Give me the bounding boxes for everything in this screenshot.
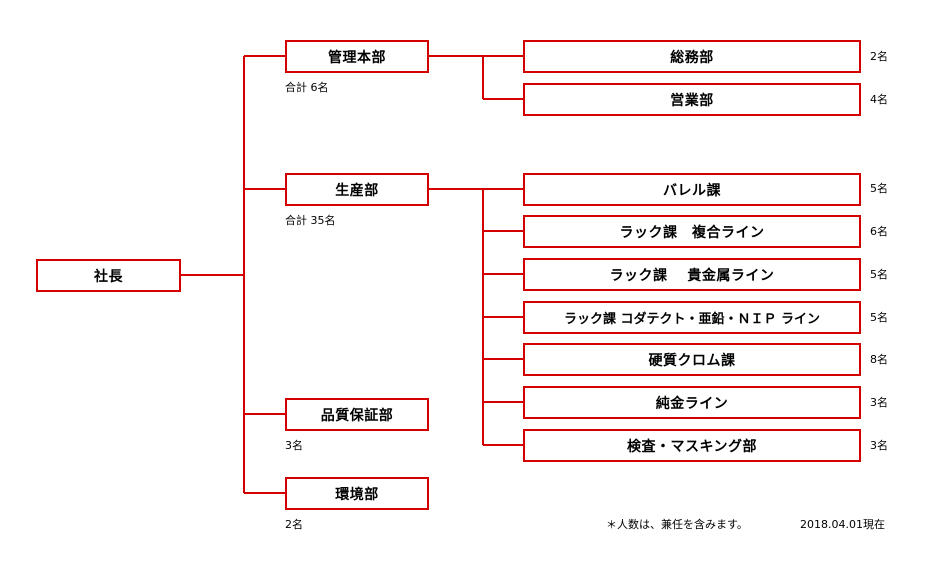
section-count: 6名 — [870, 225, 888, 238]
section-box: 営業部 — [523, 83, 861, 116]
section-label: ラック課 コダテクト・亜鉛・ＮＩＰ ライン — [563, 312, 821, 327]
section-label: 純金ライン — [655, 395, 729, 412]
dept-production-total: 合計 35名 — [285, 214, 336, 227]
section-box: 純金ライン — [523, 386, 861, 419]
section-count: 8名 — [870, 353, 888, 366]
section-count: 4名 — [870, 93, 888, 106]
section-label: 硬質クロム課 — [648, 352, 736, 369]
section-label: バレル課 — [663, 182, 721, 199]
footer-note: ＊人数は、兼任を含みます。 — [606, 518, 748, 531]
dept-admin-label: 管理本部 — [328, 49, 386, 66]
section-box: ラック課 貴金属ライン — [523, 258, 861, 291]
dept-environment-label: 環境部 — [335, 486, 379, 503]
section-box: ラック課 複合ライン — [523, 215, 861, 248]
dept-admin-total: 合計 6名 — [285, 81, 329, 94]
dept-production-label: 生産部 — [335, 182, 379, 199]
section-count: 3名 — [870, 439, 888, 452]
dept-quality-box: 品質保証部 — [285, 398, 429, 431]
dept-environment-count: 2名 — [285, 518, 303, 531]
section-count: 5名 — [870, 268, 888, 281]
section-count: 5名 — [870, 311, 888, 324]
dept-quality-count: 3名 — [285, 439, 303, 452]
section-label: 総務部 — [670, 49, 714, 66]
section-label: 営業部 — [670, 92, 714, 109]
dept-quality-label: 品質保証部 — [320, 407, 394, 424]
dept-environment-box: 環境部 — [285, 477, 429, 510]
section-label: ラック課 貴金属ライン — [609, 267, 775, 284]
section-count: 2名 — [870, 50, 888, 63]
dept-production-box: 生産部 — [285, 173, 429, 206]
president-box: 社長 — [36, 259, 181, 292]
dept-admin-box: 管理本部 — [285, 40, 429, 73]
section-box: 硬質クロム課 — [523, 343, 861, 376]
section-label: ラック課 複合ライン — [619, 224, 765, 241]
footer-date: 2018.04.01現在 — [800, 518, 885, 531]
section-count: 5名 — [870, 182, 888, 195]
section-count: 3名 — [870, 396, 888, 409]
section-box: 検査・マスキング部 — [523, 429, 861, 462]
section-label: 検査・マスキング部 — [626, 438, 758, 455]
president-label: 社長 — [94, 268, 123, 285]
section-box: ラック課 コダテクト・亜鉛・ＮＩＰ ライン — [523, 301, 861, 334]
section-box: 総務部 — [523, 40, 861, 73]
section-box: バレル課 — [523, 173, 861, 206]
